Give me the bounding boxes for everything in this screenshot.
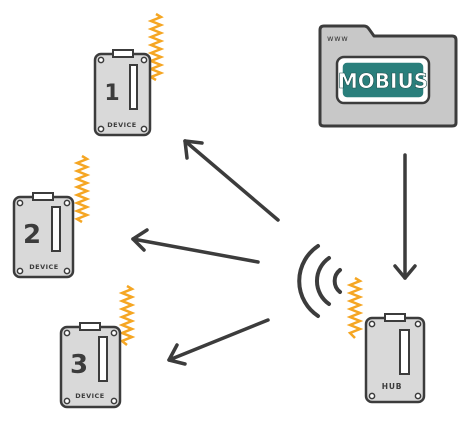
device-number: 2 [23, 220, 41, 250]
device-label: DEVICE [107, 121, 137, 129]
arrow-web-to-hub [393, 153, 417, 280]
device-number: 3 [70, 350, 88, 380]
mobius-logo: MOBIUS [335, 55, 431, 105]
device-number: 1 [104, 81, 119, 106]
device-label: DEVICE [29, 263, 59, 271]
device-2: 2 DEVICE [12, 154, 91, 279]
web-folder-icon: www MOBIUS [318, 24, 458, 128]
antenna-icon [73, 154, 91, 224]
device-3: 3 DEVICE [59, 284, 136, 409]
arrow-hub-to-device-2 [131, 228, 260, 264]
device-label: DEVICE [75, 392, 105, 400]
hub-label: HUB [382, 382, 402, 391]
arrow-hub-to-device-1 [183, 139, 280, 222]
device-1: 1 DEVICE [93, 12, 165, 137]
antenna-icon [147, 12, 165, 82]
wifi-signal-icon [297, 244, 342, 318]
arrow-hub-to-device-3 [167, 318, 270, 366]
antenna-icon [346, 276, 364, 339]
mobius-logo-text: MOBIUS [338, 69, 428, 93]
www-label: www [327, 34, 348, 43]
antenna-icon [118, 284, 136, 346]
hub-device: HUB [346, 276, 426, 404]
